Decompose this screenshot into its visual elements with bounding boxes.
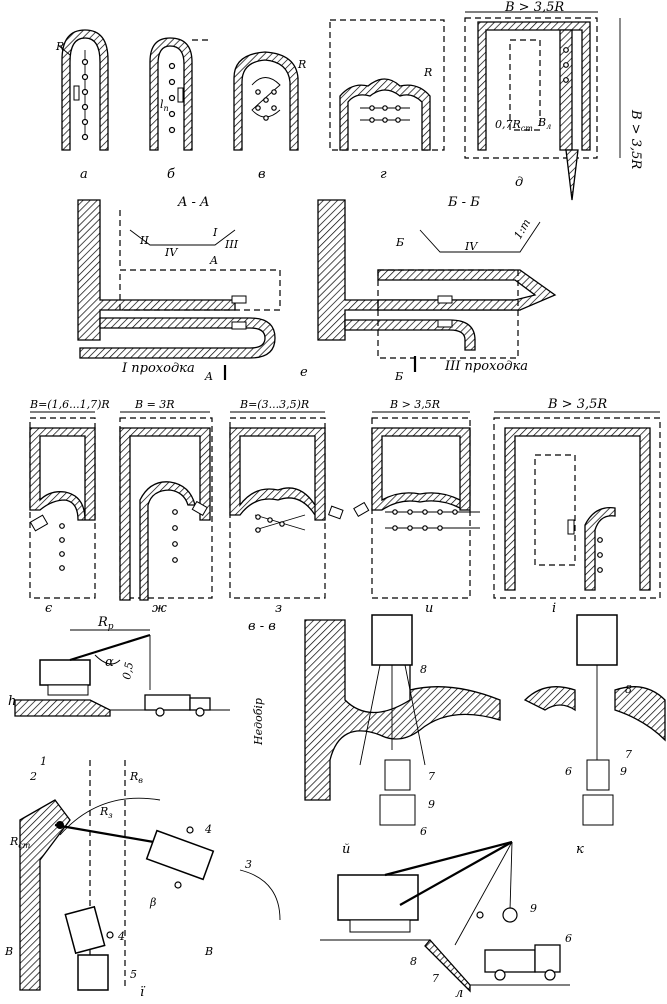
- scheme-zh: B = 3R ж: [119, 398, 213, 616]
- label-I: I: [212, 226, 218, 239]
- label-4a: 4: [204, 823, 212, 836]
- label-7-k: 7: [625, 748, 632, 761]
- label-Rp: Rр: [97, 615, 114, 632]
- panel-label-e: е: [300, 365, 308, 380]
- label-d-height: B > 3,5R: [628, 109, 643, 169]
- label-beta: β: [149, 896, 156, 909]
- label-B-left: B: [4, 945, 13, 958]
- panel-label-k: к: [576, 842, 584, 857]
- panel-label-l: л: [455, 986, 463, 1001]
- label-aa: A - A: [177, 195, 209, 210]
- label-A-bottom: A: [204, 370, 213, 383]
- label-bb: Б - Б: [447, 195, 480, 210]
- label-2: 2: [29, 770, 37, 783]
- panel-label-ye: є: [45, 601, 53, 616]
- label-alpha: α: [105, 655, 114, 670]
- scheme-k: 8 7 6 9 к: [523, 614, 666, 857]
- label-d-width: B > 3,5R: [504, 0, 564, 15]
- label-d-inner: 0,7Rст: [495, 118, 533, 133]
- label-IV-b: IV: [464, 240, 478, 253]
- panel-label-i-low: ї: [140, 985, 146, 1000]
- panel-label-i-ukr: і: [552, 601, 556, 616]
- label-pass-3: III проходка: [444, 359, 528, 374]
- label-B-bottom: Б: [394, 370, 403, 383]
- label-A-top: A: [209, 254, 218, 267]
- label-w-z: B=(3...3,5)R: [239, 398, 309, 411]
- scheme-i-ukr: B > 3,5R і: [493, 397, 661, 616]
- label-7-y: 7: [428, 770, 435, 783]
- label-05: 0,5: [120, 661, 136, 680]
- label-R: R: [55, 40, 64, 53]
- label-d-inner2: Bл: [537, 116, 551, 131]
- label-R-v: R: [297, 58, 306, 71]
- panel-label-b: б: [167, 167, 175, 182]
- panel-label-i: и: [425, 601, 433, 616]
- label-IV: IV: [164, 246, 178, 259]
- label-1: 1: [40, 755, 47, 768]
- label-R-g: R: [423, 66, 432, 79]
- scheme-l: 9 6 8 7 л: [320, 840, 572, 1001]
- scheme-y: 8 7 9 6 й: [304, 614, 501, 857]
- label-7-l: 7: [432, 972, 439, 985]
- label-R3: Rз: [99, 805, 113, 820]
- panel-label-g: г: [380, 167, 387, 182]
- scheme-e-left: A - A II IV I III A I проходка A: [77, 195, 281, 383]
- label-8-k: 8: [625, 683, 632, 696]
- label-w-zh: B = 3R: [134, 398, 175, 411]
- label-Rv: Rв: [129, 770, 143, 785]
- panel-label-a: а: [80, 167, 88, 182]
- scheme-i-low: 1 2 3 4 4 5 Rз Rв Rст β B B ї: [4, 755, 281, 1000]
- label-h: h: [8, 694, 16, 709]
- scheme-z: B=(3...3,5)R з: [229, 398, 344, 616]
- panel-label-y: й: [342, 842, 350, 857]
- scheme-b: lп б: [149, 37, 210, 182]
- label-vv: в - в: [248, 619, 276, 634]
- label-B-top: Б: [395, 236, 404, 249]
- scheme-ye: B=(1,6...1,7)R є: [29, 398, 110, 616]
- panel-label-d: д: [515, 175, 523, 190]
- label-w-iukr: B > 3,5R: [547, 397, 607, 412]
- scheme-a: R а: [55, 29, 109, 182]
- label-4b: 4: [117, 930, 125, 943]
- label-Rct: Rст: [9, 835, 31, 850]
- scheme-e-right: Б - Б IV 1:m Б III проходка Б: [317, 195, 557, 383]
- label-II: II: [139, 234, 149, 247]
- label-B-right: B: [204, 945, 213, 958]
- scheme-g: R г: [329, 19, 445, 182]
- scheme-d: B > 3,5R B > 3,5R 0,7Rст Bл д: [464, 0, 643, 201]
- panel-label-zh: ж: [152, 601, 167, 616]
- label-5: 5: [130, 968, 137, 981]
- label-6-l: 6: [565, 932, 572, 945]
- label-6-k: 6: [565, 765, 572, 778]
- label-3: 3: [245, 858, 252, 871]
- label-9-y: 9: [428, 798, 435, 811]
- label-ln: lп: [160, 98, 169, 113]
- label-9-k: 9: [620, 765, 627, 778]
- scheme-vv-crane: в - в Rр α 0,5 h Недобір: [8, 615, 276, 746]
- label-w-ye: B=(1,6...1,7)R: [29, 398, 110, 411]
- panel-label-v: в: [258, 167, 266, 182]
- label-6-y: 6: [420, 825, 427, 838]
- label-8-l: 8: [410, 955, 417, 968]
- label-8-y: 8: [420, 663, 427, 676]
- label-w-i: B > 3,5R: [389, 398, 440, 411]
- label-nedobir: Недобір: [252, 698, 265, 746]
- label-9-l: 9: [530, 902, 537, 915]
- label-III: III: [224, 238, 239, 251]
- scheme-i: B > 3,5R и: [353, 398, 480, 616]
- scheme-v: R в: [233, 51, 306, 182]
- label-pass-1: I проходка: [121, 361, 195, 376]
- panel-label-z: з: [275, 601, 282, 616]
